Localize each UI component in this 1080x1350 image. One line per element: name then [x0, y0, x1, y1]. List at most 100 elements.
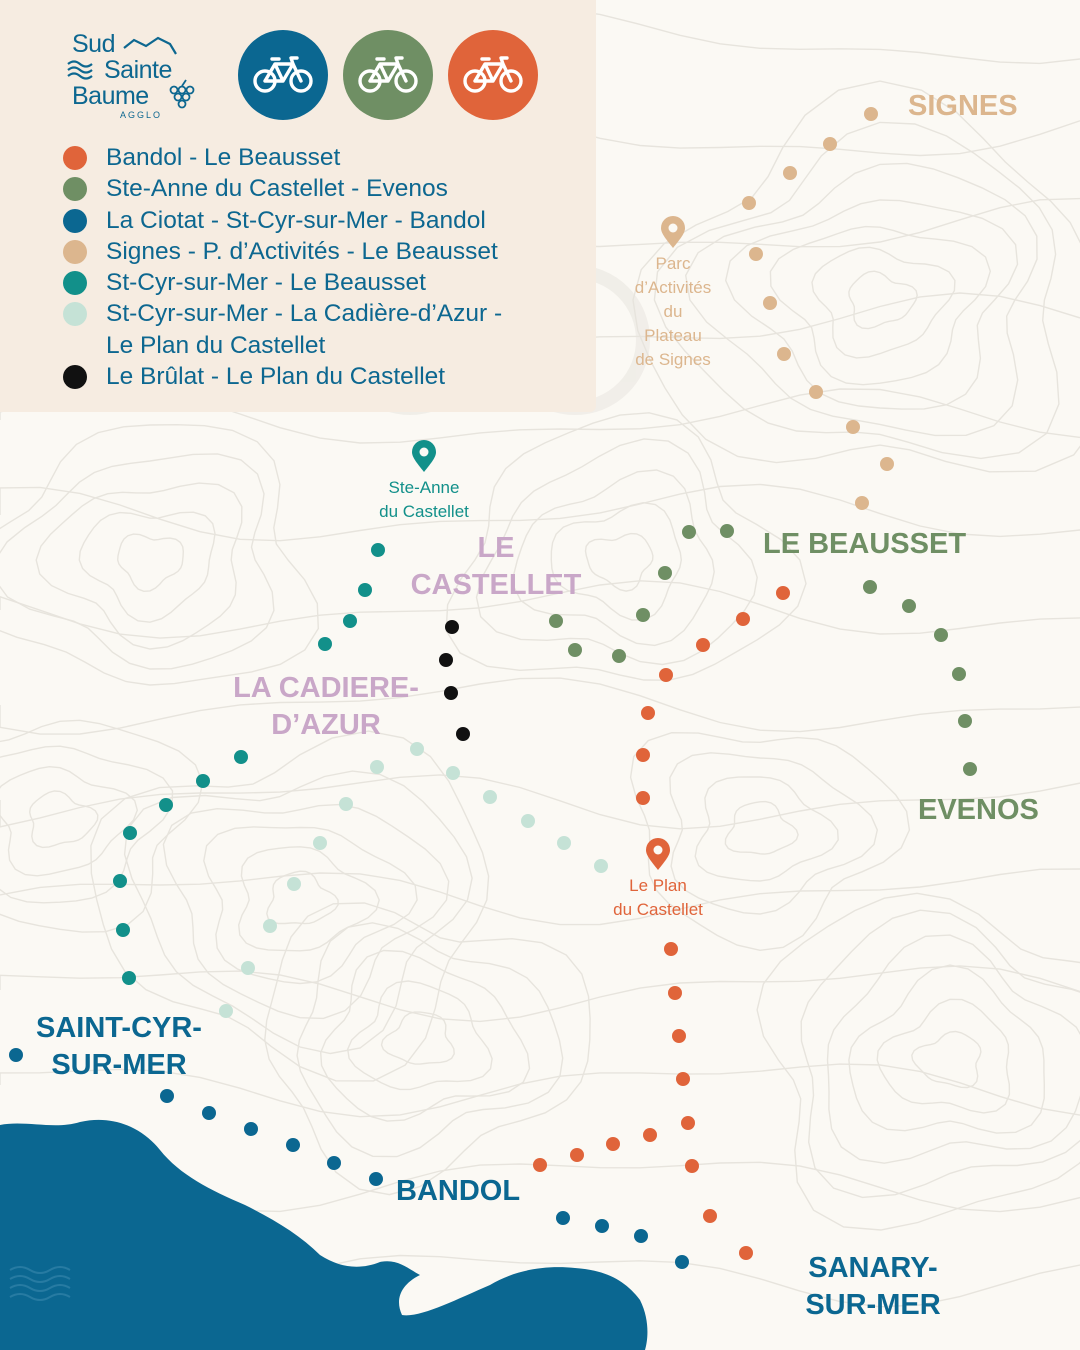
legend-item: Le Brûlat - Le Plan du Castellet — [62, 361, 502, 392]
contour-line — [0, 774, 1080, 830]
grapes-icon — [169, 79, 195, 109]
bicycle-badge-green — [343, 30, 433, 120]
legend-label: St-Cyr-sur-Mer - La Cadière-d’Azur - — [106, 300, 503, 328]
route-dot — [219, 1004, 233, 1018]
route-dot — [736, 612, 750, 626]
town-label-bandol: BANDOL — [396, 1175, 521, 1207]
contour-line — [724, 800, 799, 855]
waves-icon — [9, 1266, 71, 1301]
contour-line — [756, 892, 1080, 1231]
contour-line — [876, 998, 1011, 1114]
contour-line — [694, 776, 839, 882]
contour-line — [296, 922, 564, 1158]
contour-line — [800, 909, 1080, 1199]
town-label-evenos: EVENOS — [918, 794, 1039, 826]
route-dot — [675, 1255, 689, 1269]
contour-line — [769, 225, 992, 386]
legend-dot — [63, 177, 87, 202]
route-dot — [369, 1172, 383, 1186]
route-dot — [855, 496, 869, 510]
route-dot — [446, 766, 460, 780]
route-dot — [9, 1048, 23, 1062]
route-dot — [557, 836, 571, 850]
contour-line — [0, 765, 139, 877]
wave-line — [9, 1275, 71, 1283]
route-dot — [643, 1128, 657, 1142]
route-dot — [595, 1219, 609, 1233]
contour-line — [513, 469, 715, 647]
map-pin-icon — [661, 216, 685, 248]
route-dot — [880, 457, 894, 471]
legend-label: St-Cyr-sur-Mer - Le Beausset — [106, 269, 426, 297]
bicycle-icon — [253, 56, 313, 93]
route-dot — [202, 1106, 216, 1120]
route-dot — [636, 791, 650, 805]
route-dot — [570, 1148, 584, 1162]
waves-icon — [67, 60, 93, 80]
contour-line — [35, 482, 243, 650]
route-dot — [749, 247, 763, 261]
route-dot — [668, 986, 682, 1000]
contour-line — [848, 964, 1046, 1134]
town-label-le-beausset: LE BEAUSSET — [763, 528, 967, 560]
route-dot — [606, 1137, 620, 1151]
route-dot — [122, 971, 136, 985]
contour-line — [0, 423, 320, 686]
bicycle-badge-orange — [448, 30, 538, 120]
route-dot — [823, 137, 837, 151]
logo: Sud Sainte Baume AGGLO — [62, 30, 202, 122]
route-dot — [244, 1122, 258, 1136]
legend-label-line2: Le Plan du Castellet — [106, 331, 326, 359]
contour-line — [0, 580, 1080, 639]
route-dot — [783, 166, 797, 180]
contour-line — [116, 533, 185, 593]
contour-line — [848, 270, 918, 330]
route-dot — [549, 614, 563, 628]
route-dot — [533, 1158, 547, 1172]
route-dot — [641, 706, 655, 720]
contour-line — [0, 453, 275, 670]
route-dot — [763, 296, 777, 310]
route-dot — [636, 608, 650, 622]
legend-label: Le Brûlat - Le Plan du Castellet — [106, 363, 446, 391]
route-dot — [483, 790, 497, 804]
contour-line — [264, 902, 591, 1196]
legend-item: St-Cyr-sur-Mer - Le Beausset — [62, 267, 502, 298]
route-dot — [664, 942, 678, 956]
contour-line — [669, 752, 879, 915]
legend-label: Signes - P. d’Activités - Le Beausset — [106, 237, 498, 265]
route-dot — [809, 385, 823, 399]
legend-label: Ste-Anne du Castellet - Evenos — [106, 175, 448, 203]
contour-line — [0, 719, 204, 933]
route-dot — [159, 798, 173, 812]
route-dot — [963, 762, 977, 776]
sea-coastline — [0, 1119, 648, 1350]
town-label-signes: SIGNES — [908, 90, 1018, 122]
contour-line — [266, 870, 339, 925]
contour-line — [911, 1030, 982, 1089]
contour-line — [826, 934, 1080, 1164]
town-label-la-cadiere-dazur: LA CADIERE-D’AZUR — [233, 672, 419, 741]
bicycle-icon — [463, 56, 523, 93]
legend-item: Ste-Anne du Castellet - Evenos — [62, 173, 502, 204]
wave-line — [9, 1293, 71, 1301]
contour-line — [319, 949, 531, 1122]
route-dot — [371, 543, 385, 557]
route-dot — [958, 714, 972, 728]
route-dot — [287, 877, 301, 891]
route-dot — [612, 649, 626, 663]
contour-line — [203, 826, 418, 985]
legend-label: Bandol - Le Beausset — [106, 144, 341, 171]
route-dot — [358, 583, 372, 597]
legend-dot — [63, 302, 87, 327]
contour-line — [0, 677, 1080, 735]
route-dot — [902, 599, 916, 613]
map-pin-icon — [646, 838, 670, 870]
contour-line — [237, 846, 380, 952]
route-dot — [339, 797, 353, 811]
poi-ste-anne-du-castellet: Ste-Anne du Castellet — [354, 440, 494, 524]
town-label-saint-cyr-sur-mer: SAINT-CYR-SUR-MER — [36, 1012, 202, 1081]
route-dot — [776, 586, 790, 600]
route-dot — [410, 742, 424, 756]
route-dot — [672, 1029, 686, 1043]
